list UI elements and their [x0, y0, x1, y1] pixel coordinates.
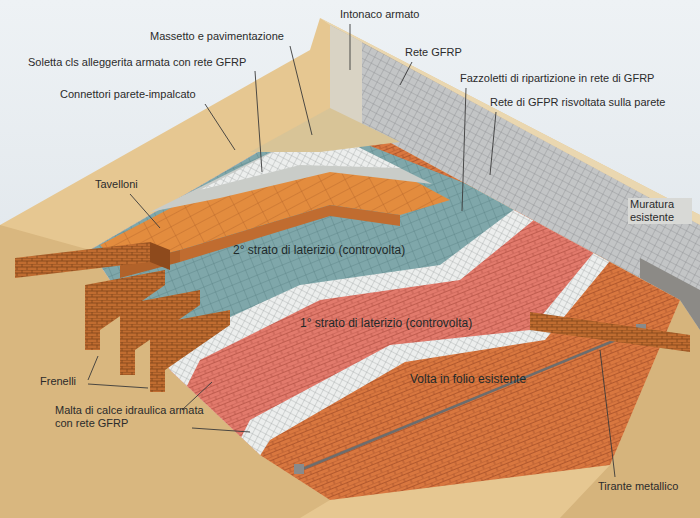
- callout-label: 2° strato di laterizio (controvolta): [233, 243, 405, 257]
- callout-label: Malta di calce idraulica armata con rete…: [55, 404, 205, 430]
- callout-label: Rete di GFPR risvoltata sulla parete: [490, 96, 665, 109]
- callout-label: Massetto e pavimentazione: [150, 30, 284, 43]
- callout-label: Tavelloni: [95, 178, 138, 191]
- callout-label: Intonaco armato: [340, 8, 420, 21]
- callout-label: Frenelli: [40, 375, 76, 388]
- callout-label: Tirante metallico: [598, 480, 678, 493]
- callout-label: Muratura esistente: [628, 198, 692, 224]
- callout-label: Volta in folio esistente: [410, 372, 526, 386]
- callout-label: Connettori parete-impalcato: [60, 88, 196, 101]
- callout-label: Fazzoletti di ripartizione in rete di GF…: [460, 72, 654, 85]
- callout-label: Soletta cls alleggerita armata con rete …: [28, 56, 246, 69]
- callout-label: 1° strato di laterizio (controvolta): [300, 316, 472, 330]
- callout-label: Rete GFRP: [405, 46, 462, 59]
